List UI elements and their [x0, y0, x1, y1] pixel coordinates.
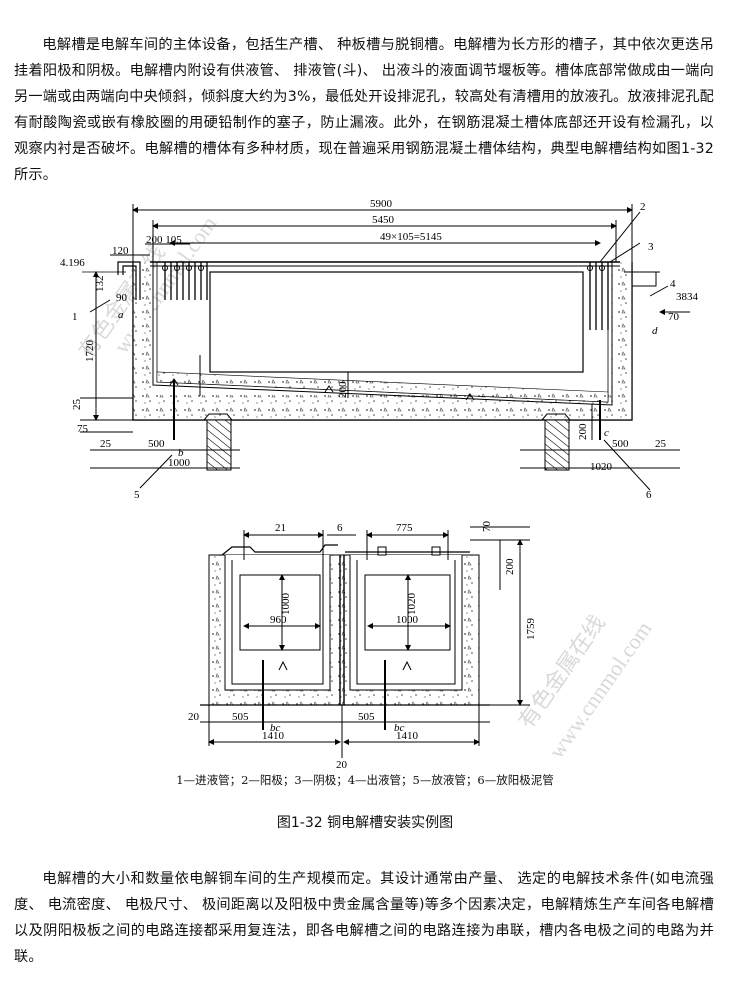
svg-text:20: 20: [188, 711, 200, 723]
svg-text:c: c: [604, 427, 609, 439]
cross-section: [200, 526, 530, 758]
longitudinal-dimensions: 5900 5450 49×105=5145 120 200 105 4.196 …: [60, 198, 699, 501]
svg-text:1020: 1020: [406, 593, 418, 616]
svg-text:1410: 1410: [396, 730, 419, 742]
svg-text:4.196: 4.196: [60, 257, 85, 269]
svg-text:a: a: [118, 309, 124, 321]
svg-text:25: 25: [100, 438, 112, 450]
svg-text:3: 3: [648, 241, 654, 253]
svg-text:132: 132: [94, 276, 106, 293]
svg-text:500: 500: [612, 438, 629, 450]
cross-section-dimensions: 21 6 775 70 200 1000 960 1020 1000 1759 …: [188, 521, 537, 772]
svg-text:49×105=5145: 49×105=5145: [380, 231, 442, 243]
svg-text:1410: 1410: [262, 730, 285, 742]
svg-text:6: 6: [646, 489, 652, 501]
svg-text:25: 25: [71, 399, 83, 411]
svg-text:6: 6: [337, 522, 343, 534]
svg-text:200: 200: [577, 423, 589, 440]
svg-text:21: 21: [275, 522, 286, 534]
figure-caption: 图1-32 铜电解槽安装实例图: [276, 815, 454, 831]
svg-text:1720: 1720: [84, 340, 96, 363]
svg-text:775: 775: [396, 522, 413, 534]
svg-text:20: 20: [336, 759, 348, 771]
svg-text:90: 90: [116, 292, 128, 304]
svg-text:d: d: [652, 325, 658, 337]
svg-text:75: 75: [77, 423, 89, 435]
svg-text:200: 200: [337, 381, 349, 398]
svg-text:500: 500: [148, 438, 165, 450]
svg-text:1000: 1000: [168, 457, 191, 469]
intro-paragraph: 电解槽是电解车间的主体设备，包括生产槽、 种板槽与脱铜槽。电解槽为长方形的槽子，…: [14, 37, 714, 184]
outro-paragraph: 电解槽的大小和数量依电解铜车间的生产规模而定。其设计通常由产量、 选定的电解技术…: [14, 871, 714, 966]
svg-text:3834: 3834: [676, 291, 699, 303]
svg-text:200: 200: [504, 558, 516, 575]
svg-text:5900: 5900: [370, 198, 393, 210]
svg-text:120: 120: [112, 245, 129, 257]
svg-text:960: 960: [270, 614, 287, 626]
svg-text:70: 70: [481, 521, 493, 533]
svg-text:25: 25: [655, 438, 667, 450]
svg-text:1000: 1000: [280, 593, 292, 616]
svg-text:5450: 5450: [372, 214, 395, 226]
svg-text:1020: 1020: [590, 461, 613, 473]
figure-legend: 1—进液管；2—阳极；3—阴极；4—出液管；5—放液管；6—放阳极泥管: [176, 773, 554, 787]
svg-text:505: 505: [232, 711, 249, 723]
svg-text:505: 505: [358, 711, 375, 723]
svg-text:1759: 1759: [525, 618, 537, 641]
svg-text:70: 70: [668, 311, 680, 323]
svg-text:2: 2: [640, 201, 646, 213]
svg-text:1000: 1000: [396, 614, 419, 626]
svg-text:5: 5: [134, 489, 140, 501]
svg-text:b: b: [178, 447, 184, 459]
svg-text:bc: bc: [270, 722, 281, 734]
svg-text:bc: bc: [394, 722, 405, 734]
svg-text:4: 4: [670, 278, 676, 290]
svg-text:200 105: 200 105: [146, 234, 182, 246]
svg-text:1: 1: [72, 311, 78, 323]
longitudinal-section: [80, 204, 690, 491]
